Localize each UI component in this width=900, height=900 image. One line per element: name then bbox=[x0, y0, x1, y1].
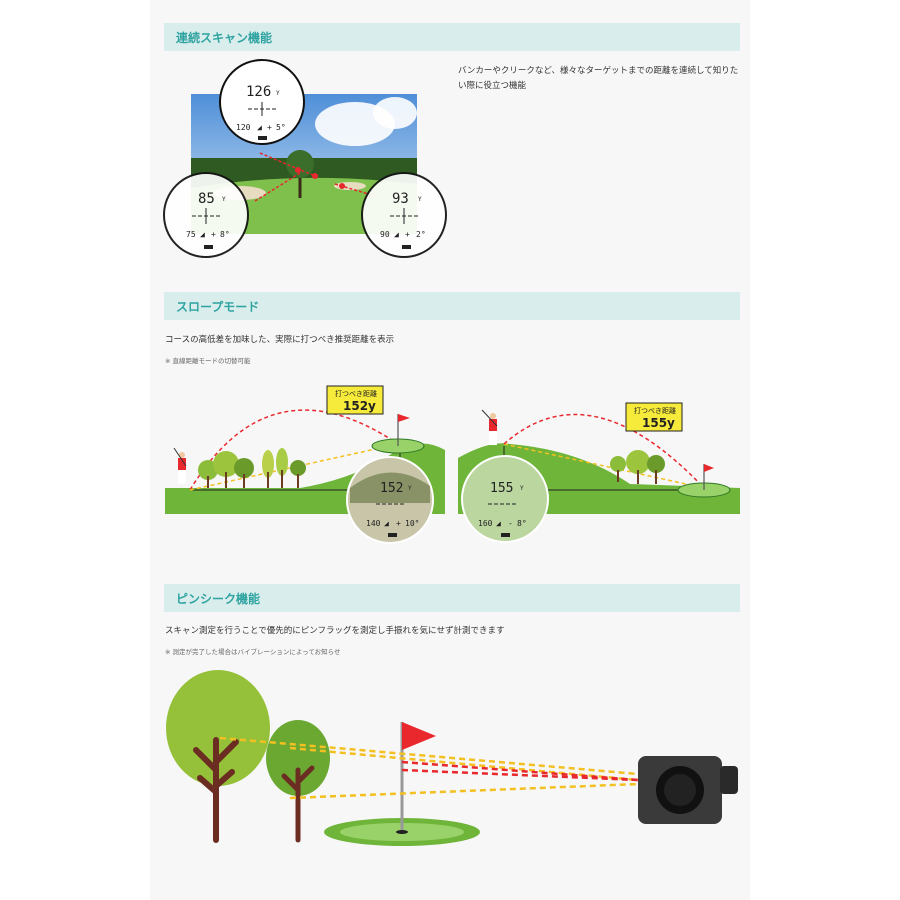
scope-unit: Y bbox=[222, 196, 226, 203]
scope-angle: 5° bbox=[276, 123, 286, 132]
section-title: ピンシーク機能 bbox=[176, 592, 261, 606]
scope-top: 126 Y 120 ◢ + 5° bbox=[219, 59, 305, 145]
pin-flag-icon bbox=[402, 722, 436, 750]
slope-icon: ◢ bbox=[496, 519, 501, 528]
golfer-icon bbox=[173, 447, 187, 484]
scan-description: バンカーやクリークなど、様々なターゲットまでの距離を連続して知りたい際に役立つ機… bbox=[458, 66, 739, 91]
scope-left: 85 Y 75 ◢ + 8° bbox=[163, 172, 249, 258]
tree-icon bbox=[266, 720, 330, 843]
scope-unit: Y bbox=[408, 485, 412, 492]
scope-sign: + bbox=[396, 519, 401, 528]
slope-illustration: 打つべき距離 152y 152 Y 140 ◢ + 10° bbox=[165, 385, 740, 544]
section-title: スロープモード bbox=[176, 300, 260, 314]
uphill-scene: 打つべき距離 152y 152 Y 140 ◢ + 10° bbox=[165, 385, 445, 544]
slope-icon: ◢ bbox=[200, 230, 205, 239]
scope-sub-distance: 160 bbox=[478, 519, 493, 528]
golfer-icon bbox=[481, 409, 498, 445]
slope-icon: ◢ bbox=[384, 519, 389, 528]
scope-unit: Y bbox=[520, 485, 524, 492]
section-header-slope: スロープモード bbox=[164, 292, 740, 320]
slope-description: コースの高低差を加味した、実際に打つべき推奨距離を表示 bbox=[165, 335, 395, 345]
scope-distance: 126 bbox=[246, 84, 271, 100]
tree-icon bbox=[198, 448, 306, 488]
scope-angle: 2° bbox=[416, 230, 426, 239]
label-value: 152y bbox=[343, 399, 376, 413]
label-caption: 打つべき距離 bbox=[634, 406, 676, 415]
label-value: 155y bbox=[642, 416, 675, 430]
scope-distance: 155 bbox=[490, 481, 513, 496]
scope-view bbox=[461, 455, 549, 543]
scope-sub-distance: 90 bbox=[380, 230, 390, 239]
scope-sub-distance: 75 bbox=[186, 230, 196, 239]
scope-sub-distance: 140 bbox=[366, 519, 381, 528]
recommended-distance-label bbox=[326, 385, 384, 415]
scope-sign: + bbox=[267, 123, 272, 132]
slope-note: ※ 直線距離モードの切替可能 bbox=[165, 357, 251, 365]
pin-flag-icon bbox=[398, 414, 410, 422]
scope-distance: 93 bbox=[392, 191, 409, 207]
downhill-scene: 打つべき距離 155y 155 Y 160 ◢ - 8° bbox=[458, 402, 740, 543]
scope-sign: + bbox=[211, 230, 216, 239]
pinseek-note: ※ 測定が完了した場合はバイブレーションによってお知らせ bbox=[165, 648, 341, 656]
tree-icon bbox=[166, 670, 270, 843]
battery-icon bbox=[388, 533, 397, 537]
scope-angle: 8° bbox=[517, 519, 527, 528]
recommended-distance-label bbox=[625, 402, 683, 432]
laser-beams bbox=[219, 736, 639, 800]
label-caption: 打つべき距離 bbox=[335, 389, 377, 398]
tree-icon bbox=[610, 450, 665, 484]
scope-unit: Y bbox=[276, 90, 280, 97]
battery-icon bbox=[258, 136, 267, 140]
battery-icon bbox=[501, 533, 510, 537]
scope-sub-distance: 120 bbox=[236, 123, 251, 132]
scope-sign: + bbox=[405, 230, 410, 239]
scope-unit: Y bbox=[418, 196, 422, 203]
slope-icon: ◢ bbox=[257, 123, 262, 132]
pin-flag-icon bbox=[704, 464, 714, 472]
battery-icon bbox=[204, 245, 213, 249]
section-header-scan: 連続スキャン機能 bbox=[164, 23, 740, 51]
scope-distance: 85 bbox=[198, 191, 215, 207]
pinseek-description: スキャン測定を行うことで優先的にピンフラッグを測定し手振れを気にせず計測できます bbox=[165, 626, 505, 636]
scope-right: 93 Y 90 ◢ + 2° bbox=[361, 172, 447, 258]
section-header-pinseek: ピンシーク機能 bbox=[164, 584, 740, 612]
scope-angle: 10° bbox=[405, 519, 419, 528]
section-title: 連続スキャン機能 bbox=[176, 31, 273, 45]
rangefinder-device-icon bbox=[638, 756, 738, 824]
scan-illustration: 126 Y 120 ◢ + 5° 85 Y 75 ◢ + 8° 93 Y 90 … bbox=[163, 59, 447, 258]
scope-sign: - bbox=[508, 519, 513, 528]
putting-green bbox=[324, 818, 480, 846]
scope-distance: 152 bbox=[380, 481, 403, 496]
scan-lines bbox=[254, 152, 376, 202]
scope-angle: 8° bbox=[220, 230, 230, 239]
pinseek-illustration bbox=[166, 670, 738, 846]
slope-icon: ◢ bbox=[394, 230, 399, 239]
battery-icon bbox=[402, 245, 411, 249]
